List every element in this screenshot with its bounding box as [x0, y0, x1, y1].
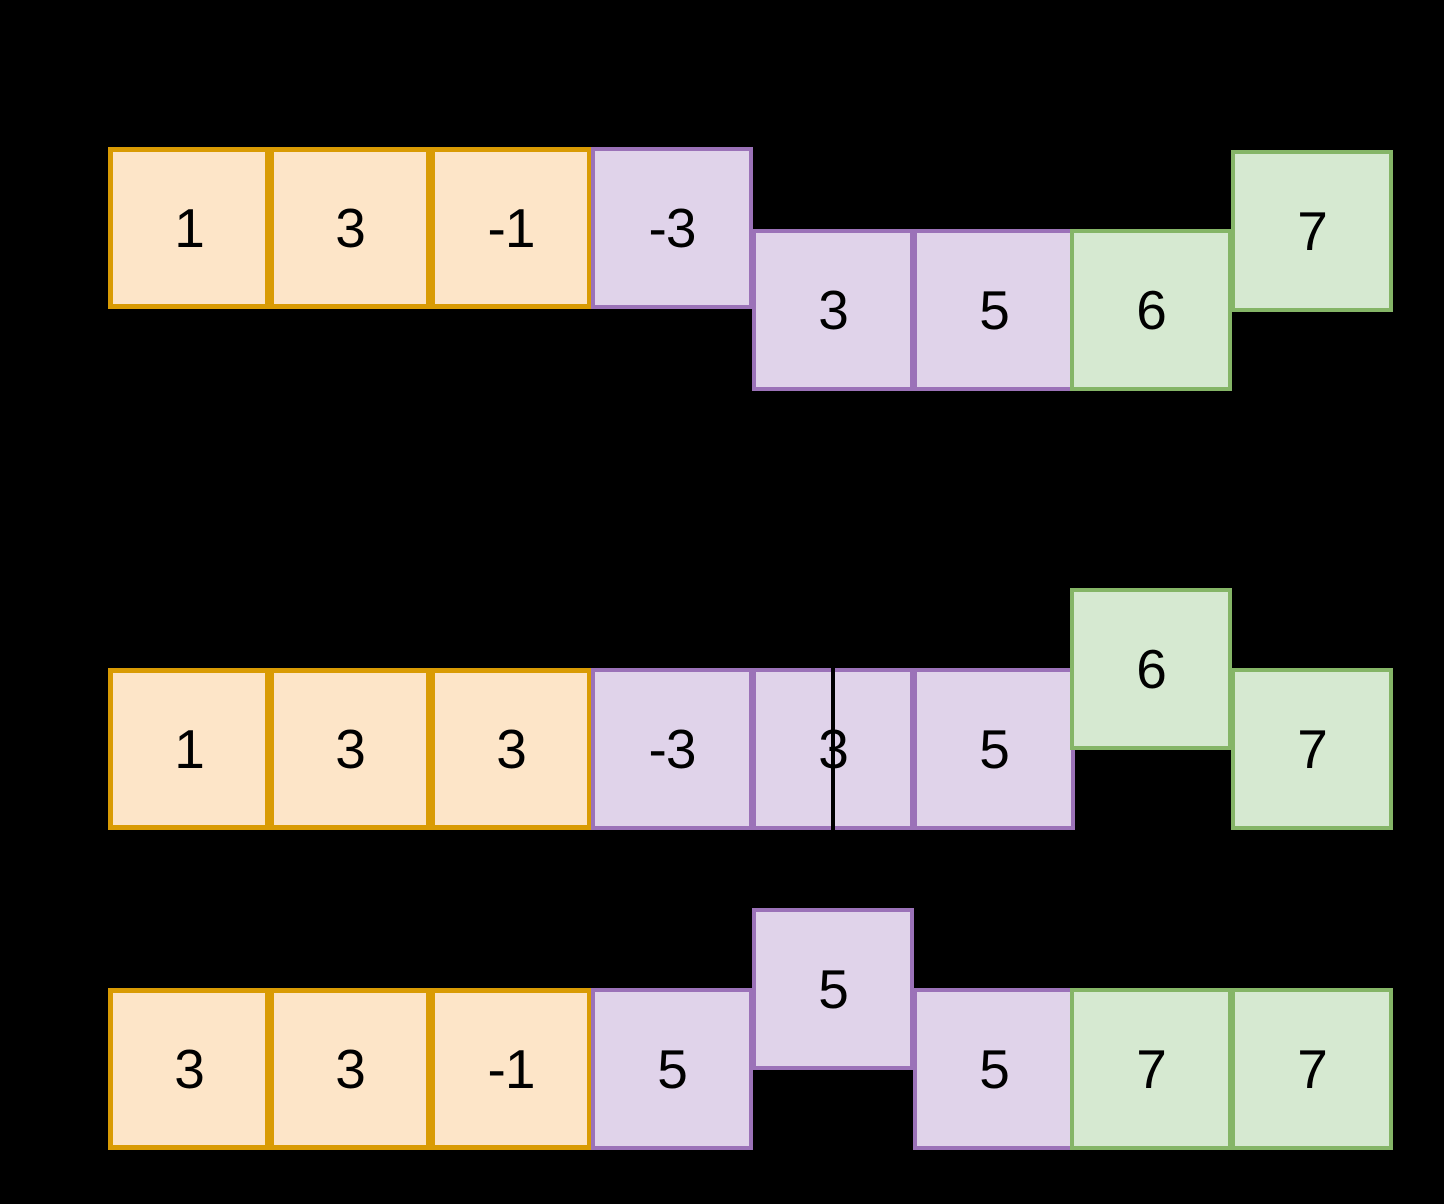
array-cell[interactable]: 3 — [108, 988, 270, 1150]
array-cell[interactable]: 1 — [108, 147, 270, 309]
array-cell[interactable]: 1 — [108, 668, 270, 830]
array-cell[interactable]: 6 — [1070, 229, 1232, 391]
array-cell[interactable]: 3 — [269, 988, 431, 1150]
array-cell[interactable]: 6 — [1070, 588, 1232, 750]
array-cell[interactable]: -1 — [430, 147, 592, 309]
pointer-line-row-2 — [831, 665, 835, 833]
array-cell[interactable]: 5 — [913, 668, 1075, 830]
array-cell[interactable]: -3 — [591, 668, 753, 830]
array-cell[interactable]: 3 — [752, 229, 914, 391]
array-cell[interactable]: 7 — [1231, 150, 1393, 312]
array-cell[interactable]: 5 — [913, 988, 1075, 1150]
array-cell[interactable]: -3 — [591, 147, 753, 309]
array-cell[interactable]: 3 — [269, 668, 431, 830]
array-cell[interactable]: 3 — [269, 147, 431, 309]
array-cell[interactable]: 7 — [1231, 668, 1393, 830]
array-cell[interactable]: -1 — [430, 988, 592, 1150]
array-cell[interactable]: 5 — [913, 229, 1075, 391]
array-cell[interactable]: 7 — [1231, 988, 1393, 1150]
array-cell[interactable]: 5 — [591, 988, 753, 1150]
array-cell[interactable]: 5 — [752, 908, 914, 1070]
array-cell[interactable]: 7 — [1070, 988, 1232, 1150]
array-cell[interactable]: 3 — [430, 668, 592, 830]
